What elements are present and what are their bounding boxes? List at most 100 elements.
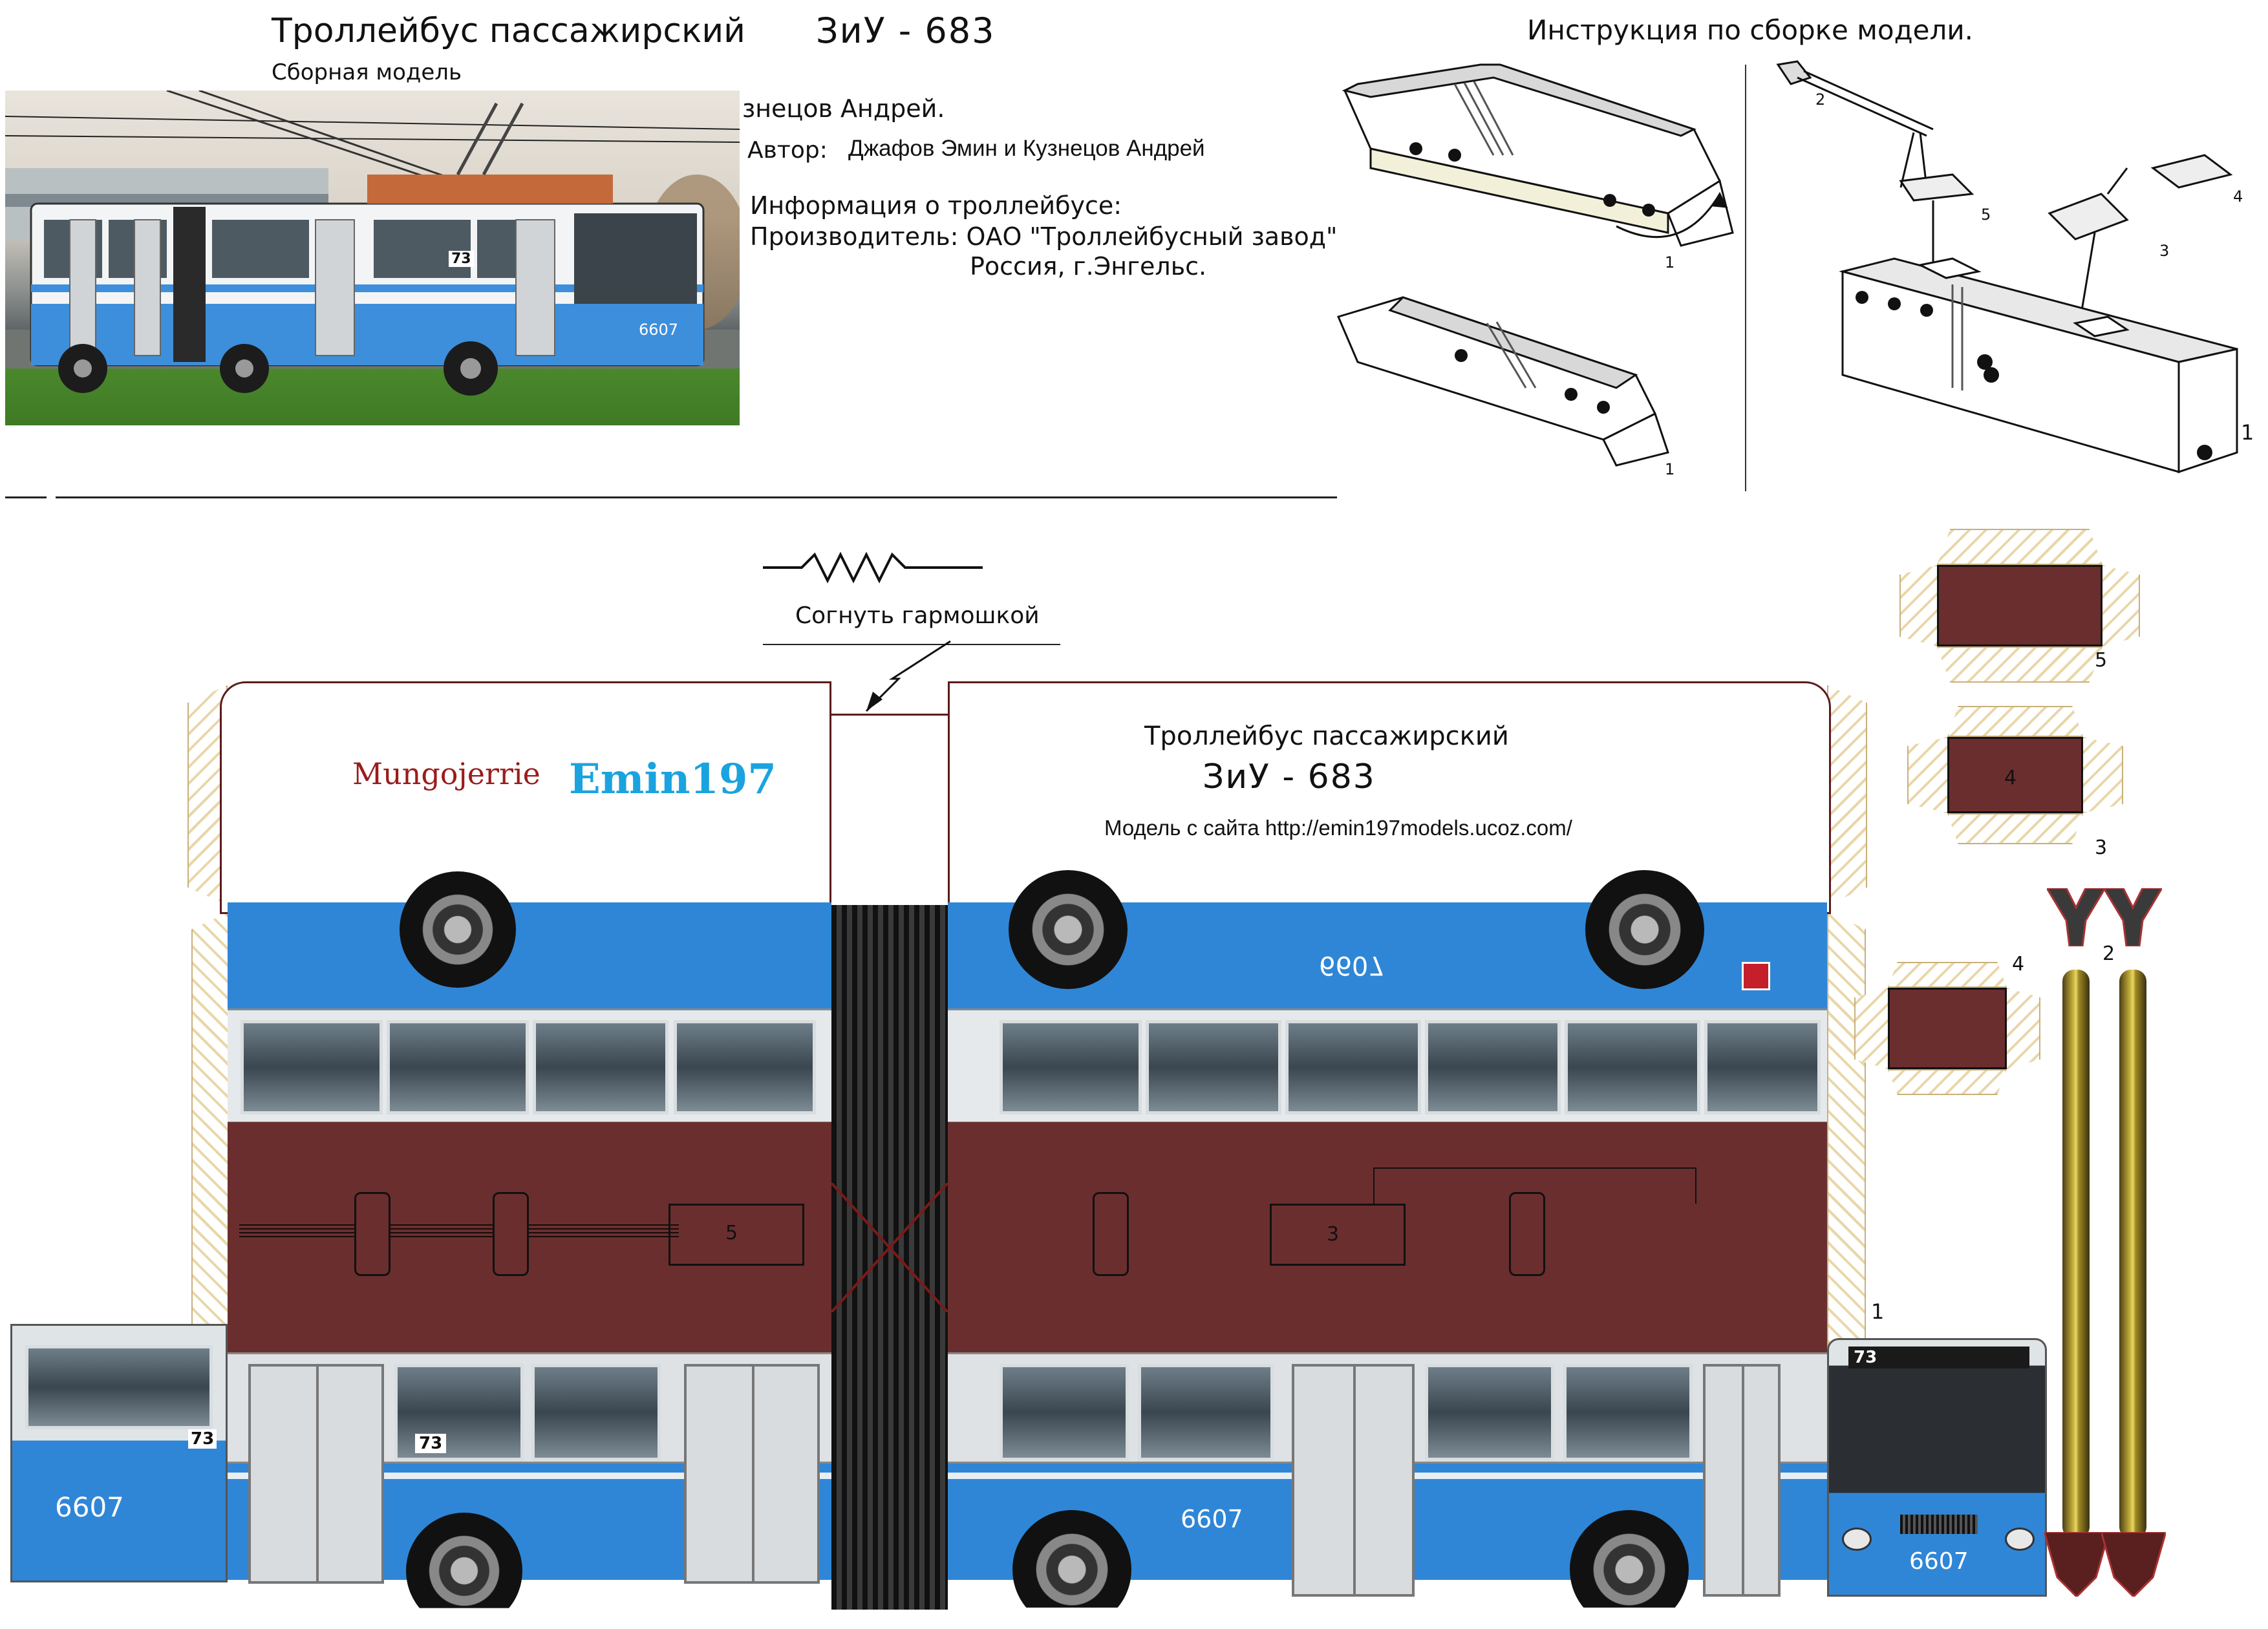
front-fleet-number: 6607 — [1909, 1548, 1969, 1575]
part-4b-tab-bottom — [1888, 1069, 2007, 1095]
hatch-slot-3 — [1270, 1204, 1406, 1266]
side-window — [1138, 1364, 1274, 1461]
part-4-tab-right — [2082, 737, 2123, 813]
instruction-label-1b: 1 — [1665, 460, 1675, 478]
fold-arrow-icon — [865, 640, 951, 712]
location: Россия, г.Энгельс. — [970, 252, 1207, 281]
photo-fleet-number: 6607 — [639, 321, 679, 339]
front-grille — [1900, 1515, 1978, 1534]
window — [1565, 1020, 1700, 1114]
roof-equipment-2 — [493, 1192, 529, 1276]
roof-equipment-4 — [1509, 1192, 1545, 1276]
front-face: 73 6607 — [1827, 1338, 2047, 1597]
window — [241, 1020, 383, 1114]
side-window — [1563, 1364, 1693, 1461]
window — [1704, 1020, 1821, 1114]
assembly-instructions — [1336, 60, 2238, 491]
page-title: Троллейбус пассажирский — [272, 12, 745, 50]
fold-note: Согнуть гармошкой — [795, 602, 1040, 629]
fold-note-underline — [763, 644, 1060, 645]
pole-head-icon — [2047, 888, 2105, 946]
side-window — [531, 1364, 661, 1461]
window — [1425, 1020, 1561, 1114]
author-label: Автор: — [747, 137, 828, 164]
part-4-inner-label: 4 — [2004, 767, 2017, 789]
fleet-number-mirrored: 6607 — [1319, 950, 1385, 980]
part-4-tab-bottom — [1947, 813, 2083, 844]
wheel-top-1 — [400, 871, 516, 988]
header-divider — [5, 496, 1337, 498]
window — [1000, 1020, 1142, 1114]
part-3-label: 3 — [2095, 836, 2108, 859]
trolleybus-photo: 73 6607 — [5, 90, 740, 425]
instruction-label-2: 2 — [1815, 90, 1826, 109]
wheel-top-2 — [1009, 870, 1128, 989]
info-heading: Информация о троллейбусе: — [750, 191, 1122, 220]
window — [1146, 1020, 1281, 1114]
author-names: Джафов Эмин и Кузнецов Андрей — [848, 136, 1205, 161]
roof-equipment-1 — [354, 1192, 390, 1276]
upper-blue-strip-left — [228, 902, 831, 1011]
roof-title: Троллейбус пассажирский — [1144, 721, 1509, 751]
headlight-right — [2005, 1528, 2035, 1551]
front-destination-sign — [1848, 1347, 2029, 1368]
trolley-pole-2 — [2119, 970, 2146, 1538]
hatch-label-3: 3 — [1327, 1223, 1340, 1246]
window — [387, 1020, 529, 1114]
part-4b-tab-top — [1888, 962, 2007, 988]
side-door — [1703, 1364, 1781, 1597]
rear-window — [25, 1345, 213, 1429]
glue-tab-right-body — [1827, 911, 1866, 1358]
author-fragment: знецов Андрей. — [742, 94, 945, 123]
window — [674, 1020, 816, 1114]
glue-tab-left-body — [191, 911, 230, 1358]
rear-fleet-number: 6607 — [55, 1491, 124, 1523]
side-window — [1425, 1364, 1554, 1461]
part-5-tab-bottom — [1937, 646, 2102, 683]
wheel-bottom-2 — [1012, 1510, 1131, 1608]
manufacturer: Производитель: ОАО "Троллейбусный завод" — [750, 222, 1338, 251]
header-divider-gap — [47, 495, 56, 500]
roof-cable — [1373, 1167, 1696, 1204]
window — [1285, 1020, 1421, 1114]
trolley-pole-1 — [2062, 970, 2090, 1538]
roof-model: ЗиУ - 683 — [1203, 758, 1376, 796]
wheel-top-3 — [1585, 870, 1704, 989]
part-4b-tab-right — [2006, 988, 2040, 1069]
rear-face: 73 6607 — [10, 1324, 228, 1582]
brand-left: Mungojerrie — [352, 756, 540, 791]
headlight-left — [1842, 1528, 1872, 1551]
roof-equipment-3 — [1093, 1192, 1129, 1276]
roof-panel-right — [948, 681, 1831, 914]
front-route-number: 73 — [1854, 1348, 1878, 1367]
part-5-tab-right — [2101, 565, 2140, 646]
instruction-label-3: 3 — [2159, 242, 2170, 260]
brand-right: Emin197 — [569, 755, 776, 804]
emblem-icon — [1742, 962, 1770, 990]
part-4-face — [1947, 737, 2083, 813]
wheel-bottom-3 — [1570, 1510, 1689, 1608]
model-title: ЗиУ - 683 — [816, 10, 996, 51]
part-4-tab-left — [1907, 737, 1949, 813]
part-5-label: 5 — [2095, 649, 2108, 672]
articulation-top-link — [831, 714, 948, 914]
subtitle: Сборная модель — [272, 59, 462, 85]
side-door — [1292, 1364, 1415, 1597]
rear-route-number: 73 — [188, 1429, 217, 1449]
roof-site: Модель с сайта http://emin197models.ucoz… — [1104, 816, 1572, 840]
pole-base-icon — [2101, 1532, 2166, 1597]
instruction-label-4: 4 — [2233, 187, 2243, 206]
side-window — [1000, 1364, 1129, 1461]
hatch-label-5: 5 — [725, 1222, 738, 1244]
side-route-number: 73 — [415, 1434, 447, 1453]
pole-label: 2 — [2102, 942, 2115, 965]
part-5-face — [1937, 565, 2102, 646]
instruction-label-5: 5 — [1981, 206, 1991, 224]
instructions-title: Инструкция по сборке модели. — [1527, 14, 1973, 46]
hatch-slot-5 — [669, 1204, 804, 1266]
articulation-bellows — [831, 905, 948, 1610]
side-stripe-left — [228, 1473, 831, 1479]
glue-tab-right-roof — [1827, 685, 1867, 905]
instruction-label-assembled: 1 — [2241, 420, 2254, 445]
photo-route-number: 73 — [449, 251, 474, 267]
